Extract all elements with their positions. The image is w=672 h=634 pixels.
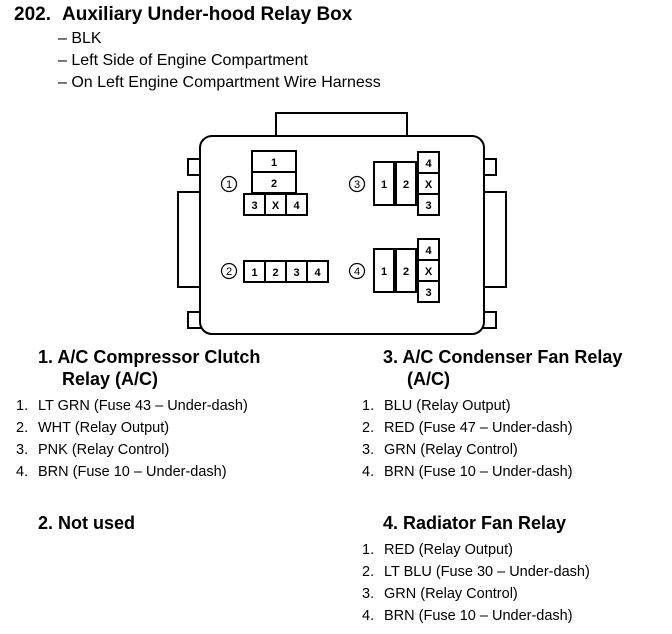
cell-label: 3 <box>425 287 431 299</box>
marker-circle <box>220 262 238 280</box>
marker-label: 1 <box>226 179 232 191</box>
list-item: 2.WHT (Relay Output) <box>16 420 170 436</box>
cell <box>373 161 395 206</box>
cell-label: X <box>425 179 433 191</box>
cell-label: 3 <box>251 200 257 212</box>
box-body <box>199 135 485 335</box>
title-text: Auxiliary Under-hood Relay Box <box>62 4 353 25</box>
detail-color: – BLK <box>58 30 102 47</box>
cell <box>417 280 440 303</box>
list-item: 1.LT GRN (Fuse 43 – Under-dash) <box>16 398 248 414</box>
cell-label: 4 <box>425 158 432 170</box>
marker-circle <box>348 262 366 280</box>
detail-harness: – On Left Engine Compartment Wire Harnes… <box>58 74 381 91</box>
relay-group-4: 4 1 2 4 X 3 <box>348 238 440 303</box>
section-4-heading: 4. Radiator Fan Relay <box>383 512 566 534</box>
page-title: 202. Auxiliary Under-hood Relay Box <box>14 4 352 26</box>
marker-circle <box>348 175 366 193</box>
cell <box>306 260 329 283</box>
cell <box>373 248 395 293</box>
cell-label: 2 <box>271 178 277 190</box>
list-item: 4.BRN (Fuse 10 – Under-dash) <box>362 464 573 480</box>
section-2-heading: 2. Not used <box>38 512 135 534</box>
section-1-heading: 1. A/C Compressor Clutch Relay (A/C) <box>38 346 260 390</box>
list-item: 3.GRN (Relay Control) <box>362 586 518 602</box>
list-item: 3.GRN (Relay Control) <box>362 442 518 458</box>
section-2-heading-line1: 2. Not used <box>38 513 136 533</box>
cell-label: 2 <box>403 179 409 191</box>
list-item: 1.BLU (Relay Output) <box>362 398 511 414</box>
section-4-list: 1.RED (Relay Output) 2.LT BLU (Fuse 30 –… <box>362 539 590 627</box>
section-4-heading-line1: 4. Radiator Fan Relay <box>383 513 567 533</box>
relay-group-3: 3 1 2 4 X 3 <box>348 151 440 216</box>
marker-label: 2 <box>226 266 232 278</box>
cell <box>285 193 308 216</box>
cell-label: 1 <box>251 267 257 279</box>
cell <box>395 248 417 293</box>
section-3-heading-line2: (A/C) <box>407 369 450 389</box>
marker-label: 4 <box>354 266 360 278</box>
section-3-heading: 3. A/C Condenser Fan Relay (A/C) <box>383 346 622 390</box>
right-latch <box>483 191 507 288</box>
left-latch <box>177 191 201 288</box>
relay-group-1: 1 1 2 3 X 4 <box>220 150 308 216</box>
cell-label: 4 <box>314 267 321 279</box>
list-item: 2.LT BLU (Fuse 30 – Under-dash) <box>362 564 590 580</box>
list-item: 1.RED (Relay Output) <box>362 542 513 558</box>
relay-group-2: 2 1 2 3 4 <box>220 260 329 283</box>
cell-label: 4 <box>425 245 432 257</box>
cell-label: 4 <box>293 200 300 212</box>
cell-label: 1 <box>271 157 277 169</box>
cell-label: 3 <box>293 267 299 279</box>
cell-label: X <box>425 266 433 278</box>
list-item: 3.PNK (Relay Control) <box>16 442 170 458</box>
section-3-heading-line1: 3. A/C Condenser Fan Relay <box>383 347 623 367</box>
section-1-list: 1.LT GRN (Fuse 43 – Under-dash) 2.WHT (R… <box>16 395 248 483</box>
section-3-list: 1.BLU (Relay Output) 2.RED (Fuse 47 – Un… <box>362 395 573 483</box>
list-item: 2.RED (Fuse 47 – Under-dash) <box>362 420 573 436</box>
cell-label: 1 <box>381 266 387 278</box>
cell-label: X <box>272 200 280 212</box>
cell-label: 2 <box>272 267 278 279</box>
cell-label: 3 <box>425 200 431 212</box>
cell-label: 2 <box>403 266 409 278</box>
cell-label: 1 <box>381 179 387 191</box>
top-tab <box>275 112 408 138</box>
section-1-heading-line1: 1. A/C Compressor Clutch <box>38 347 261 367</box>
list-item: 4.BRN (Fuse 10 – Under-dash) <box>16 464 227 480</box>
cell <box>395 161 417 206</box>
list-item: 4.BRN (Fuse 10 – Under-dash) <box>362 608 573 624</box>
detail-location: – Left Side of Engine Compartment <box>58 52 308 69</box>
marker-circle <box>220 175 238 193</box>
cell <box>417 193 440 216</box>
marker-label: 3 <box>354 179 360 191</box>
title-number: 202. <box>14 4 51 25</box>
section-1-heading-line2: Relay (A/C) <box>62 369 159 389</box>
